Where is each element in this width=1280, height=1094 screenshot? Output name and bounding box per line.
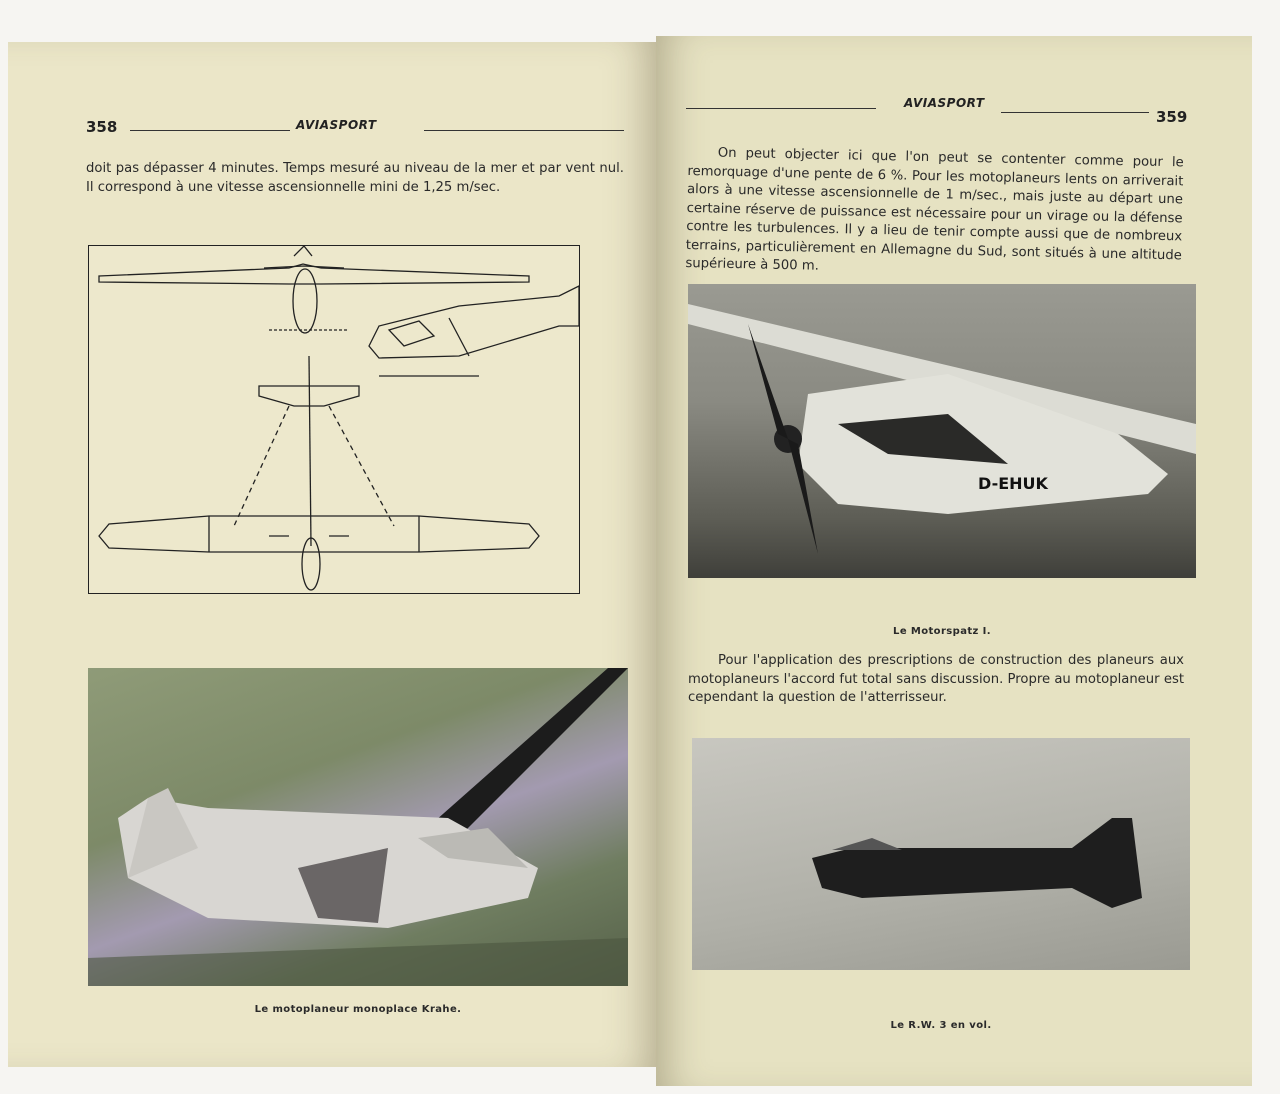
photo-rw3-in-flight	[692, 738, 1190, 970]
body-paragraph: On peut objecter ici que l'on peut se co…	[685, 145, 1184, 274]
photo-caption: Le Motorspatz I.	[893, 626, 991, 637]
page-number: 359	[1156, 108, 1188, 126]
right-page: AVIASPORT 359 On peut objecter ici que l…	[656, 36, 1252, 1086]
left-page: 358 AVIASPORT doit pas dépasser 4 minute…	[8, 42, 656, 1067]
page-number: 358	[86, 118, 118, 136]
photo-krahe-glider	[88, 668, 628, 986]
header-rule	[1001, 112, 1149, 113]
header-rule	[424, 130, 624, 131]
running-head: AVIASPORT	[904, 96, 985, 110]
running-head: AVIASPORT	[296, 118, 377, 132]
registration-marking: D-EHUK	[978, 474, 1049, 493]
header-rule	[686, 108, 876, 109]
header-rule	[130, 130, 290, 131]
body-paragraph: doit pas dépasser 4 minutes. Temps mesur…	[86, 161, 624, 195]
photo-caption: Le R.W. 3 en vol.	[890, 1020, 992, 1031]
three-view-diagram	[88, 245, 580, 594]
photo-motorspatz: D-EHUK	[688, 284, 1196, 578]
photo-caption: Le motoplaneur monoplace Krahe.	[254, 1004, 462, 1015]
body-paragraph: Pour l'application des prescriptions de …	[688, 653, 1184, 705]
